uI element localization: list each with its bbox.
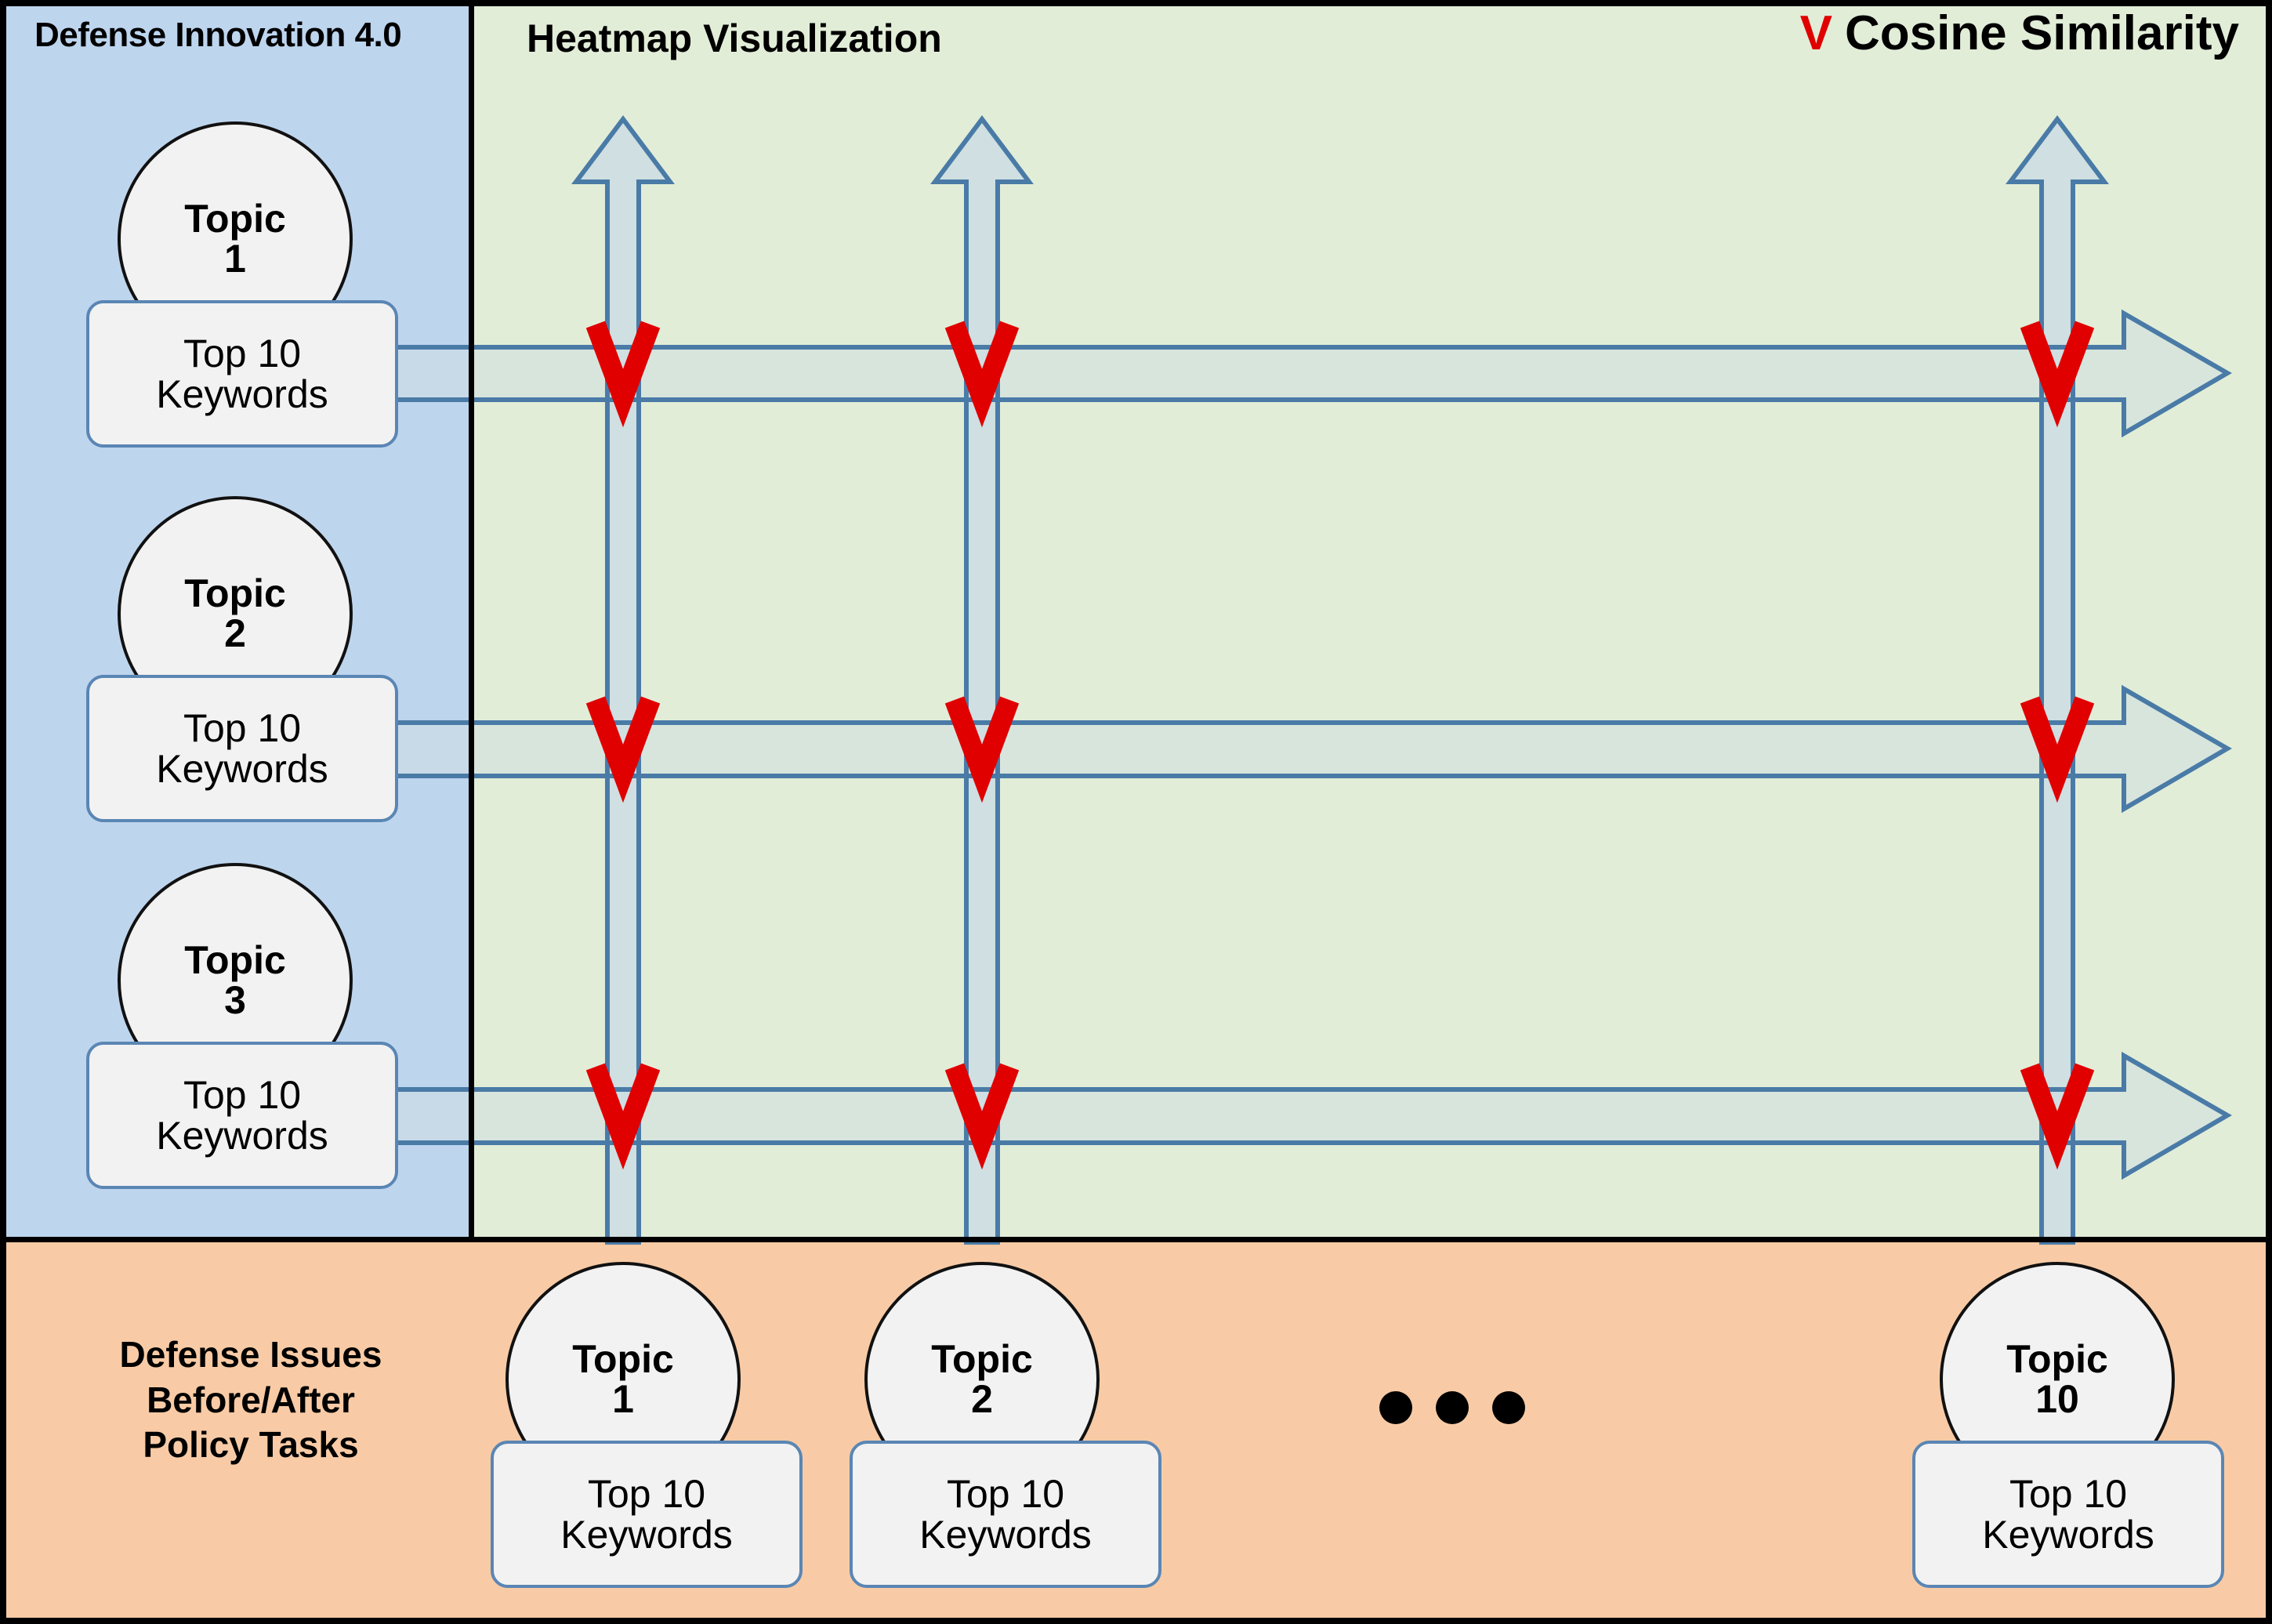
row-keywords-line2-3: Keywords [156,1114,328,1158]
row-keywords-box-3[interactable]: Top 10 Keywords [86,1042,398,1189]
row-topic-label-2: Topic [184,571,286,615]
vertical-shaft-edges [605,182,2075,1242]
row-topic-label-1: Topic [184,197,286,241]
col-keywords-line1-2: Top 10 [946,1471,1065,1516]
col-topic-label-2: Topic [931,1337,1033,1381]
v-marker-r2c2 [944,696,1020,803]
bottom-label-line-3: Policy Tasks [143,1424,359,1465]
col-topic-label-1: Topic [572,1337,674,1381]
panel-title-heatmap: Heatmap Visualization [527,16,942,60]
row-keywords-line1-2: Top 10 [183,705,302,750]
col-keywords-line1-1: Top 10 [587,1471,706,1516]
col-keywords-line2-1: Keywords [560,1513,733,1557]
row-topic-number-3: 3 [224,978,246,1022]
v-marker-r1c10 [2020,321,2095,428]
bottom-label-line-1: Defense Issues [119,1334,382,1375]
row-keywords-box-2[interactable]: Top 10 Keywords [86,675,398,822]
row-topic-number-2: 2 [224,611,246,655]
v-marker-icon: V [1799,6,1832,60]
ellipsis-dot-1 [1379,1391,1412,1424]
col-keywords-line2-2: Keywords [919,1513,1092,1557]
bottom-label-line-2: Before/After [147,1379,355,1420]
col-keywords-line2-10: Keywords [1982,1513,2154,1557]
ellipsis-dot-3 [1492,1391,1525,1424]
panel-title-defense-issues: Defense Issues Before/After Policy Tasks [94,1332,408,1468]
row-topic-number-1: 1 [224,237,246,281]
legend-label: Cosine Similarity [1844,6,2239,60]
v-marker-r3c2 [944,1063,1020,1170]
col-keywords-box-10[interactable]: Top 10 Keywords [1912,1441,2224,1588]
v-marker-r3c1 [585,1063,661,1170]
col-keywords-line1-10: Top 10 [2009,1471,2128,1516]
col-keywords-box-1[interactable]: Top 10 Keywords [491,1441,803,1588]
panel-heatmap [474,6,2266,1242]
legend-cosine-similarity: V Cosine Similarity [1800,9,2239,58]
row-keywords-line1-3: Top 10 [183,1072,302,1117]
v-marker-r1c1 [585,321,661,428]
divider-horizontal [6,1237,2266,1242]
col-topic-number-10: 10 [2035,1377,2079,1421]
v-marker-r3c10 [2020,1063,2095,1170]
ellipsis-dot-2 [1436,1391,1469,1424]
col-topic-number-2: 2 [971,1377,993,1421]
row-keywords-line1-1: Top 10 [183,331,302,375]
row-topic-label-3: Topic [184,938,286,982]
v-marker-r2c1 [585,696,661,803]
row-keywords-line2-2: Keywords [156,747,328,791]
ellipsis-icon [1379,1391,1525,1424]
col-topic-number-1: 1 [612,1377,634,1421]
panel-title-defense-innovation: Defense Innovation 4.0 [34,16,402,54]
col-topic-label-10: Topic [2006,1337,2108,1381]
row-keywords-line2-1: Keywords [156,372,328,416]
cosine-similarity-markers [585,321,2095,1170]
col-keywords-box-2[interactable]: Top 10 Keywords [850,1441,1161,1588]
horizontal-arrow-row-1 [393,309,2232,438]
horizontal-arrow-row-3 [393,1051,2232,1180]
row-keywords-box-1[interactable]: Top 10 Keywords [86,300,398,448]
horizontal-arrow-row-2 [393,684,2232,814]
divider-vertical [469,6,474,1242]
v-marker-r1c2 [944,321,1020,428]
v-marker-r2c10 [2020,696,2095,803]
